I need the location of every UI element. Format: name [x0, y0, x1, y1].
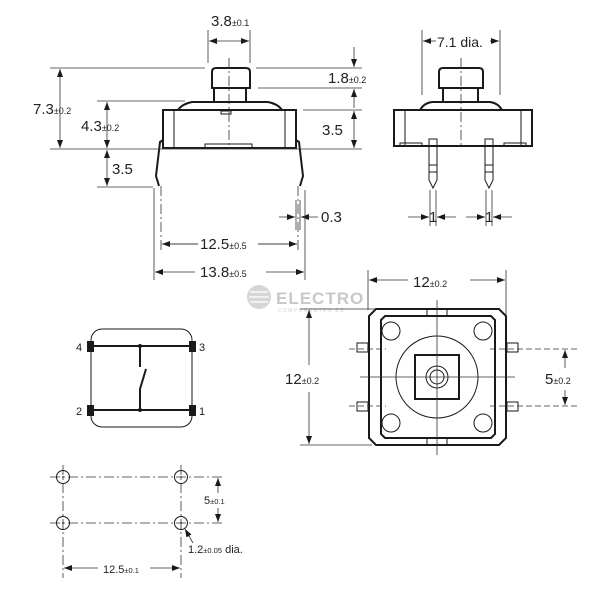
dim-total-height: 7.3±0.2	[33, 101, 71, 118]
circuit-schematic: 4 3 2 1	[76, 328, 205, 428]
hole	[174, 470, 188, 484]
dim-hole-pitch: 12.5±0.1	[103, 564, 139, 576]
dim-top-height: 12±0.2	[285, 371, 319, 388]
dim-lead-width-left: 1	[429, 209, 437, 226]
dim-lead-length: 3.5	[112, 161, 133, 178]
watermark-logo: ELECTRO COMPONENTES.ES	[247, 285, 364, 314]
dim-housing-height: 3.5	[322, 122, 343, 139]
watermark-title: ELECTRO	[276, 289, 364, 308]
dim-body-height: 4.3±0.2	[81, 118, 119, 135]
flange	[177, 101, 283, 111]
housing	[162, 109, 297, 149]
hole	[56, 516, 70, 530]
button-cap	[211, 67, 251, 89]
front-view: 3.8±0.1 7.3±0.2 4.3±0.2 3.5 1.8±0.2 3.5 …	[33, 13, 366, 281]
housing-outline	[368, 308, 507, 446]
dim-pin-spacing: 5±0.2	[545, 371, 571, 388]
lead-right	[295, 139, 305, 187]
switch-contact	[139, 346, 147, 410]
dim-lead-width-right: 1	[485, 209, 493, 226]
pin-label-1: 1	[199, 406, 205, 418]
hole	[174, 516, 188, 530]
lead-left	[154, 139, 164, 187]
dim-lead-thickness: 0.3	[321, 209, 342, 226]
hole	[56, 470, 70, 484]
side-view: 7.1 dia. 1 1	[393, 30, 533, 226]
dim-button-travel: 1.8±0.2	[328, 70, 366, 87]
top-view: 12±0.2 12±0.2 5±0.2	[285, 270, 580, 455]
dim-overall-width: 13.8±0.5	[200, 264, 247, 281]
button-stem	[213, 88, 247, 101]
dim-lead-pitch: 12.5±0.5	[200, 236, 247, 253]
pin-label-3: 3	[199, 342, 205, 354]
dim-top-width: 12±0.2	[413, 274, 447, 291]
dim-button-width: 3.8±0.1	[211, 13, 249, 30]
pin-label-4: 4	[76, 342, 82, 354]
dim-hole-diameter: 1.2±0.05 dia.	[188, 544, 243, 556]
dim-row-spacing: 5±0.1	[204, 495, 225, 507]
dim-flange-diameter: 7.1 dia.	[437, 34, 483, 50]
pcb-hole-layout: 5±0.1 12.5±0.1 1.2±0.05 dia.	[50, 465, 243, 578]
pin-label-2: 2	[76, 406, 82, 418]
pin-right	[484, 138, 494, 190]
pin-left	[428, 138, 438, 190]
